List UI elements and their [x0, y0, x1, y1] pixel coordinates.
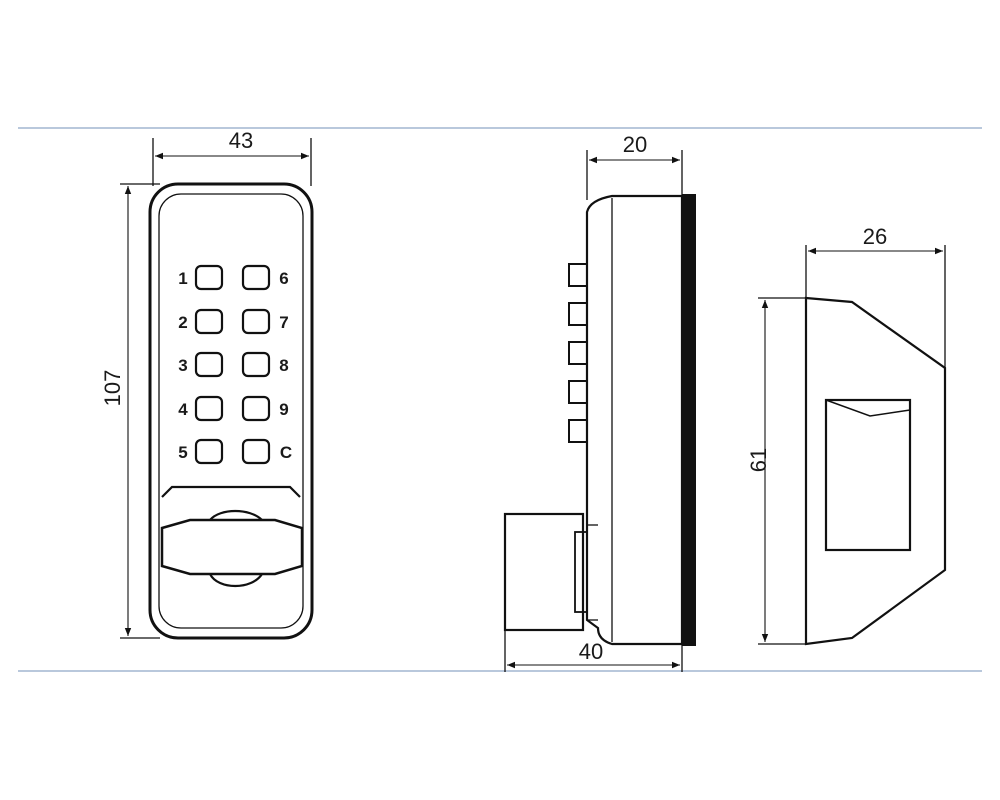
key-c[interactable]	[241, 438, 271, 465]
key-label-7: 7	[279, 313, 288, 332]
side-view: 20 40	[503, 132, 696, 672]
key-4[interactable]	[194, 395, 224, 422]
end-slot	[824, 398, 912, 552]
key-label-5: 5	[178, 443, 187, 462]
key-label-2: 2	[178, 313, 187, 332]
side-knob	[503, 512, 598, 632]
end-view: 26 61	[746, 224, 947, 646]
key-1[interactable]	[194, 264, 224, 291]
key-2[interactable]	[194, 308, 224, 335]
key-9[interactable]	[241, 395, 271, 422]
side-body	[585, 194, 684, 646]
key-label-c: C	[280, 443, 292, 462]
side-button-2	[568, 302, 588, 326]
end-body	[804, 296, 947, 646]
key-7[interactable]	[241, 308, 271, 335]
key-6[interactable]	[241, 264, 271, 291]
dimension-side-top: 20	[623, 132, 647, 157]
front-view: 43 107 1 2 3 4 5 6 7 8 9 C	[100, 128, 314, 640]
key-8[interactable]	[241, 351, 271, 378]
dimension-front-width: 43	[229, 128, 253, 153]
key-5[interactable]	[194, 438, 224, 465]
side-button-4	[568, 380, 588, 404]
dimension-side-bottom: 40	[579, 639, 603, 664]
dimension-end-width: 26	[863, 224, 887, 249]
key-label-6: 6	[279, 269, 288, 288]
dimension-end-height: 61	[746, 448, 771, 472]
front-body-outer	[148, 182, 314, 640]
key-label-9: 9	[279, 400, 288, 419]
dimension-front-height: 107	[100, 370, 125, 407]
thumb-turn-handle[interactable]	[160, 485, 304, 587]
key-label-1: 1	[178, 269, 187, 288]
side-button-1	[568, 263, 588, 287]
side-button-5	[568, 419, 588, 443]
keypad: 1 2 3 4 5 6 7 8 9 C	[178, 264, 292, 465]
key-label-4: 4	[178, 400, 188, 419]
back-plate	[682, 194, 696, 646]
key-label-8: 8	[279, 356, 288, 375]
key-3[interactable]	[194, 351, 224, 378]
key-label-3: 3	[178, 356, 187, 375]
side-button-3	[568, 341, 588, 365]
front-body-inner	[158, 193, 304, 629]
